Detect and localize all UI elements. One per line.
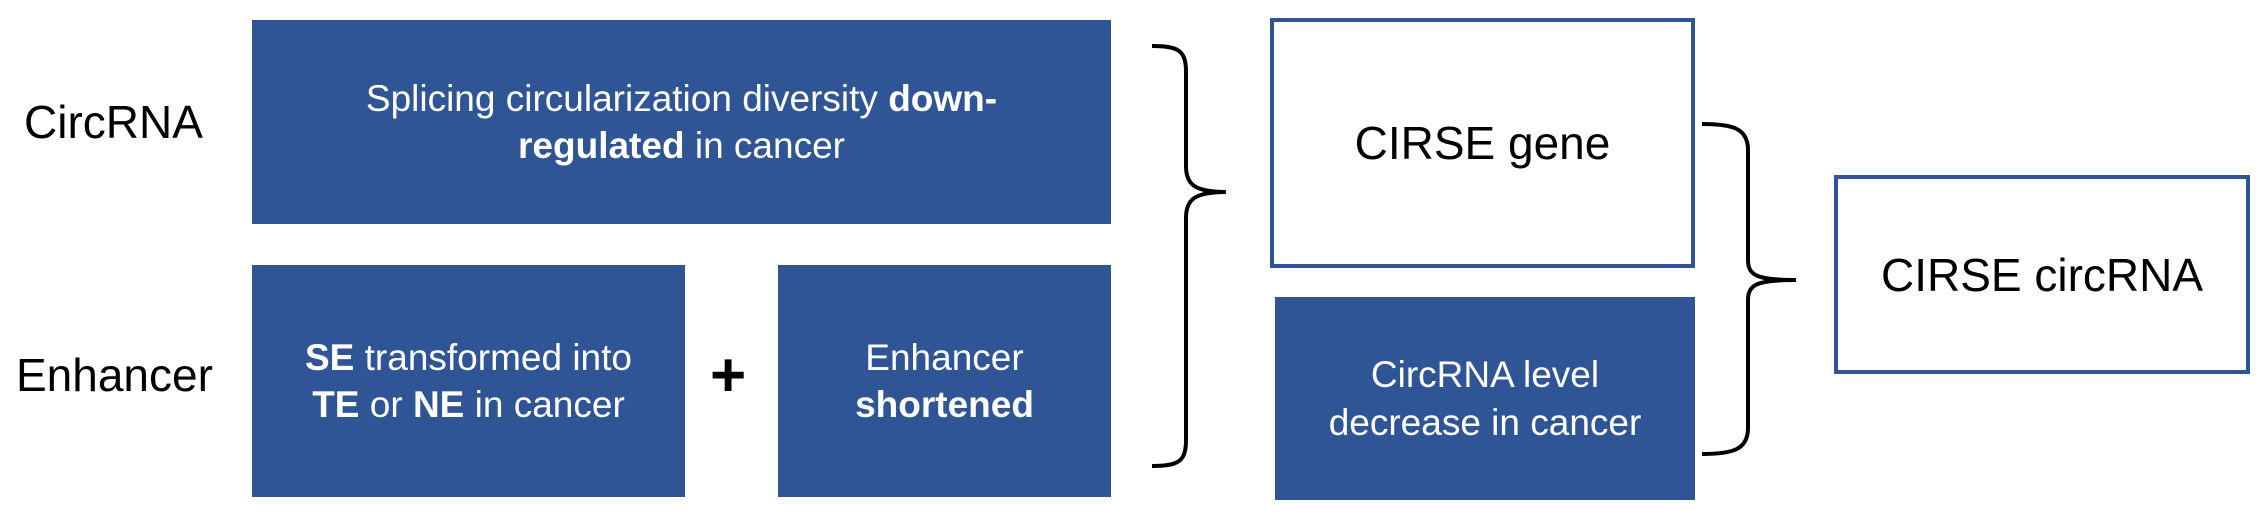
circrna-level-box: CircRNA level decrease in cancer xyxy=(1275,297,1695,500)
enhancer-shortened-box: Enhancer shortened xyxy=(778,265,1111,497)
se-transformed-text: SE transformed into TE or NE in cancer xyxy=(305,336,632,425)
cirse-gene-text: CIRSE gene xyxy=(1354,117,1611,169)
right-brace xyxy=(1701,122,1797,456)
enhancer-row-label: Enhancer xyxy=(16,349,213,401)
left-brace xyxy=(1151,44,1227,468)
cirse-circrna-text: CIRSE circRNA xyxy=(1880,248,2204,301)
plus-sign: + xyxy=(710,341,747,410)
enhancer-shortened-text: Enhancer shortened xyxy=(855,336,1034,425)
cirse-gene-box: CIRSE gene xyxy=(1270,18,1695,268)
cirse-circrna-box: CIRSE circRNA xyxy=(1834,175,2250,374)
circrna-row-label: CircRNA xyxy=(24,96,203,148)
se-transformed-box: SE transformed into TE or NE in cancer xyxy=(252,265,685,497)
splicing-diversity-text: Splicing circularization diversity down-… xyxy=(365,77,998,166)
splicing-diversity-box: Splicing circularization diversity down-… xyxy=(252,20,1111,224)
circrna-level-text: CircRNA level decrease in cancer xyxy=(1328,354,1642,443)
